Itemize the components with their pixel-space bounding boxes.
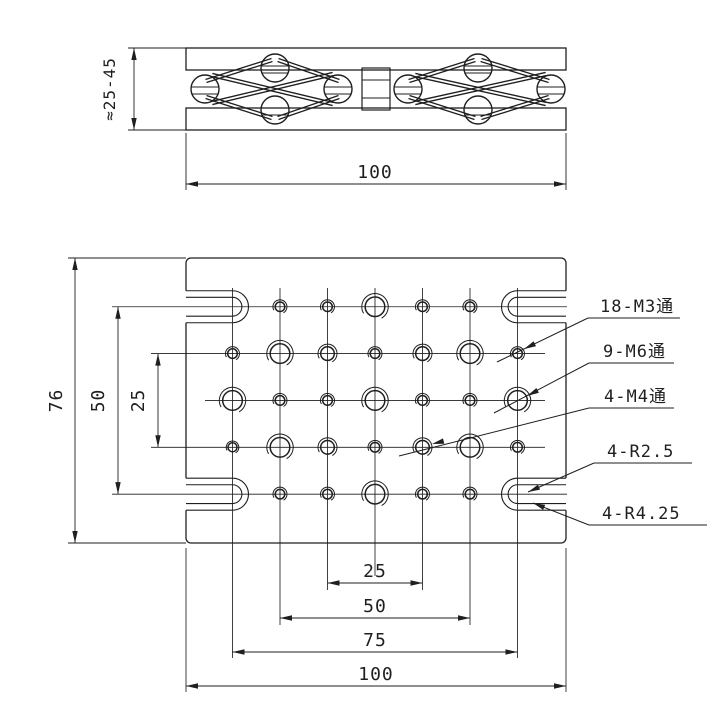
rope-loop <box>463 53 493 83</box>
hole-m6 <box>218 386 247 413</box>
hole-m6 <box>361 386 389 413</box>
hole-m3 <box>320 486 335 501</box>
top-view <box>185 47 567 131</box>
bottom-clamp-bar <box>185 107 567 131</box>
dimension-text: 25 <box>363 561 387 582</box>
hole-m3 <box>414 299 430 314</box>
hole-m4 <box>412 343 433 363</box>
hole-m6 <box>456 339 484 366</box>
hole-m4 <box>412 437 433 456</box>
rope-loop <box>190 74 220 104</box>
hole-m6 <box>456 433 484 460</box>
hole-m3 <box>367 346 383 361</box>
dimension-text: ≈25-45 <box>100 57 119 121</box>
callout-3: 4-R2.5 <box>527 442 692 493</box>
rope-loop <box>536 74 566 104</box>
dimension-top-height: ≈25-45 <box>100 47 186 131</box>
plate-outline <box>185 257 567 544</box>
dimension-top-width: 100 <box>185 133 567 190</box>
callout-2: 4-M4通 <box>398 387 674 457</box>
hole-m6 <box>361 293 389 319</box>
hole-m6 <box>266 433 294 460</box>
hole-m3 <box>510 346 525 361</box>
hole-m3 <box>510 439 525 454</box>
hole-m4 <box>317 343 338 363</box>
hole-m3 <box>415 392 430 407</box>
hole-m3 <box>319 299 335 314</box>
top-clamp-bar <box>185 47 567 71</box>
dimension-text: 76 <box>46 389 67 413</box>
hole-m3 <box>367 439 383 454</box>
hole-m3 <box>272 392 288 407</box>
center-block <box>361 67 391 111</box>
dimension-text: 100 <box>358 664 394 685</box>
hole-m6 <box>266 339 294 366</box>
dimension-text: 25 <box>128 389 149 413</box>
callout-1: 9-M6通 <box>493 342 674 414</box>
callout-label: 18-M3通 <box>600 297 674 317</box>
hole-m3 <box>415 486 430 501</box>
hole-m4 <box>317 437 338 456</box>
callout-0: 18-M3通 <box>496 297 680 363</box>
dimensions-bottom: 25 50 75 100 <box>186 561 566 689</box>
hole-m3 <box>225 346 240 361</box>
hole-m6 <box>503 386 532 413</box>
dimension-text: 50 <box>88 389 109 413</box>
dimension-text: 75 <box>363 630 387 651</box>
edge-slot <box>500 290 566 324</box>
hole-m6 <box>361 480 389 507</box>
callout-label: 9-M6通 <box>603 342 666 362</box>
hole-m3s <box>225 440 240 454</box>
hole-m3 <box>462 299 478 314</box>
rope-loop <box>260 53 290 83</box>
hole-m3 <box>320 392 335 407</box>
rope-loop <box>393 74 423 104</box>
front-view: 76 50 25 25 50 75 100 18-M3通 9-M6通 4-M4通 4-R2.5 4-R… <box>46 257 707 692</box>
hole-m3 <box>272 299 288 314</box>
hole-m3 <box>462 486 478 501</box>
callouts: 18-M3通 9-M6通 4-M4通 4-R2.5 4-R4.25 <box>398 297 707 526</box>
callout-label: 4-R2.5 <box>607 442 674 462</box>
dimensions-left: 76 50 25 <box>46 257 186 544</box>
hole-m3 <box>272 486 288 501</box>
rope-loop <box>323 74 353 104</box>
callout-4: 4-R4.25 <box>532 502 707 526</box>
dimension-text: 100 <box>357 162 393 183</box>
callout-label: 4-M4通 <box>604 387 667 407</box>
hole-m3 <box>462 392 478 407</box>
callout-label: 4-R4.25 <box>602 504 681 524</box>
dimension-text: 50 <box>363 596 387 617</box>
